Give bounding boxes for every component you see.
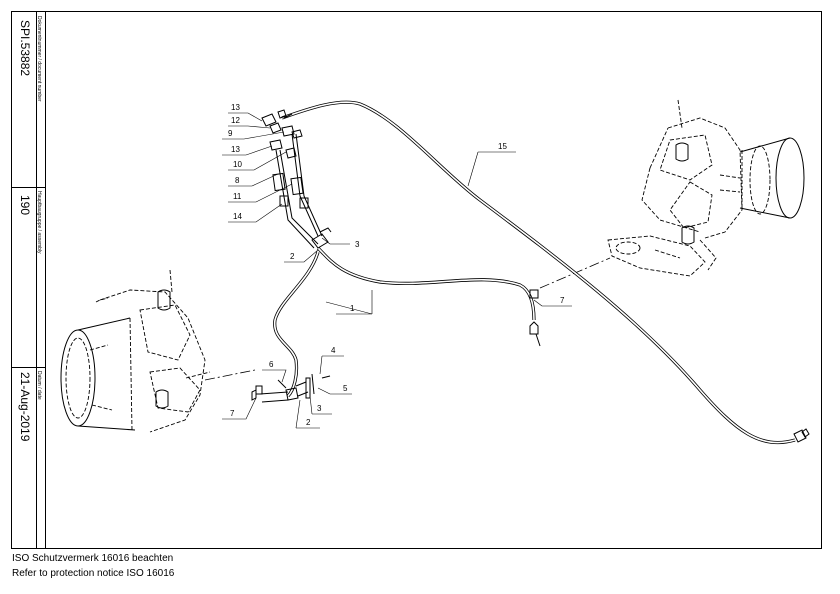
callout-3a: 3 [355, 240, 360, 249]
callout-14: 14 [233, 212, 242, 221]
document-number: SPI.53882 [18, 20, 32, 77]
callout-2a: 2 [290, 252, 295, 261]
callout-7a: 7 [560, 296, 565, 305]
title-block-inner-line [36, 12, 37, 548]
left-wheel-motor [60, 269, 211, 433]
date-label: Datum / date [36, 371, 42, 400]
callout-9: 9 [228, 129, 233, 138]
hose-15 [281, 100, 810, 445]
centerline-left [204, 369, 256, 381]
callout-5: 5 [343, 384, 348, 393]
callout-15: 15 [498, 142, 507, 151]
callout-13a: 13 [231, 103, 240, 112]
document-number-label: Dokumentnummer / document number [36, 16, 42, 102]
callout-numbers: 13 12 9 13 10 8 11 14 15 3 2 1 7 6 4 5 7… [228, 103, 565, 427]
callout-10: 10 [233, 160, 242, 169]
callout-12: 12 [231, 116, 240, 125]
callout-1: 1 [350, 304, 355, 313]
protection-notice-en: Refer to protection notice ISO 16016 [12, 568, 175, 579]
upper-fittings [261, 109, 332, 249]
callout-13b: 13 [231, 145, 240, 154]
assembly-label: Hauptbaugruppe / assembly [36, 191, 42, 254]
hose-1 [273, 246, 541, 398]
assembly-number: 190 [18, 195, 32, 216]
callout-2b: 2 [306, 418, 311, 427]
callout-7b: 7 [230, 409, 235, 418]
callout-8: 8 [235, 176, 240, 185]
right-wheel-motor [607, 99, 805, 277]
drawing-frame: Dokumentnummer / document number SPI.538… [11, 11, 822, 549]
title-block-separator [12, 187, 46, 188]
title-block-separator [12, 367, 46, 368]
callout-4: 4 [331, 346, 336, 355]
title-block: Dokumentnummer / document number SPI.538… [12, 12, 46, 548]
callout-3b: 3 [317, 404, 322, 413]
callout-6: 6 [269, 360, 274, 369]
protection-notice-de: ISO Schutzvermerk 16016 beachten [12, 553, 174, 564]
leader-lines [222, 112, 572, 429]
callout-11: 11 [233, 192, 242, 201]
date-value: 21-Aug-2019 [18, 372, 32, 442]
